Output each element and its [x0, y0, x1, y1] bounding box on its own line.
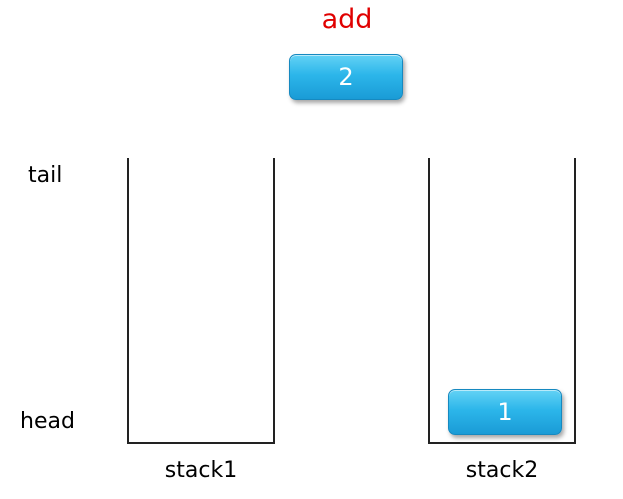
operation-label: add — [321, 4, 373, 35]
stack1-label: stack1 — [164, 458, 238, 483]
head-label: head — [20, 409, 75, 434]
stack2-label: stack2 — [465, 458, 539, 483]
incoming-element-block: 2 — [289, 54, 403, 100]
stack2-element-value: 1 — [497, 398, 513, 426]
tail-label: tail — [28, 163, 63, 188]
incoming-element-value: 2 — [338, 63, 354, 91]
stack1-container — [127, 158, 275, 444]
stack2-element-block: 1 — [448, 389, 562, 435]
stack2-container — [428, 158, 576, 444]
